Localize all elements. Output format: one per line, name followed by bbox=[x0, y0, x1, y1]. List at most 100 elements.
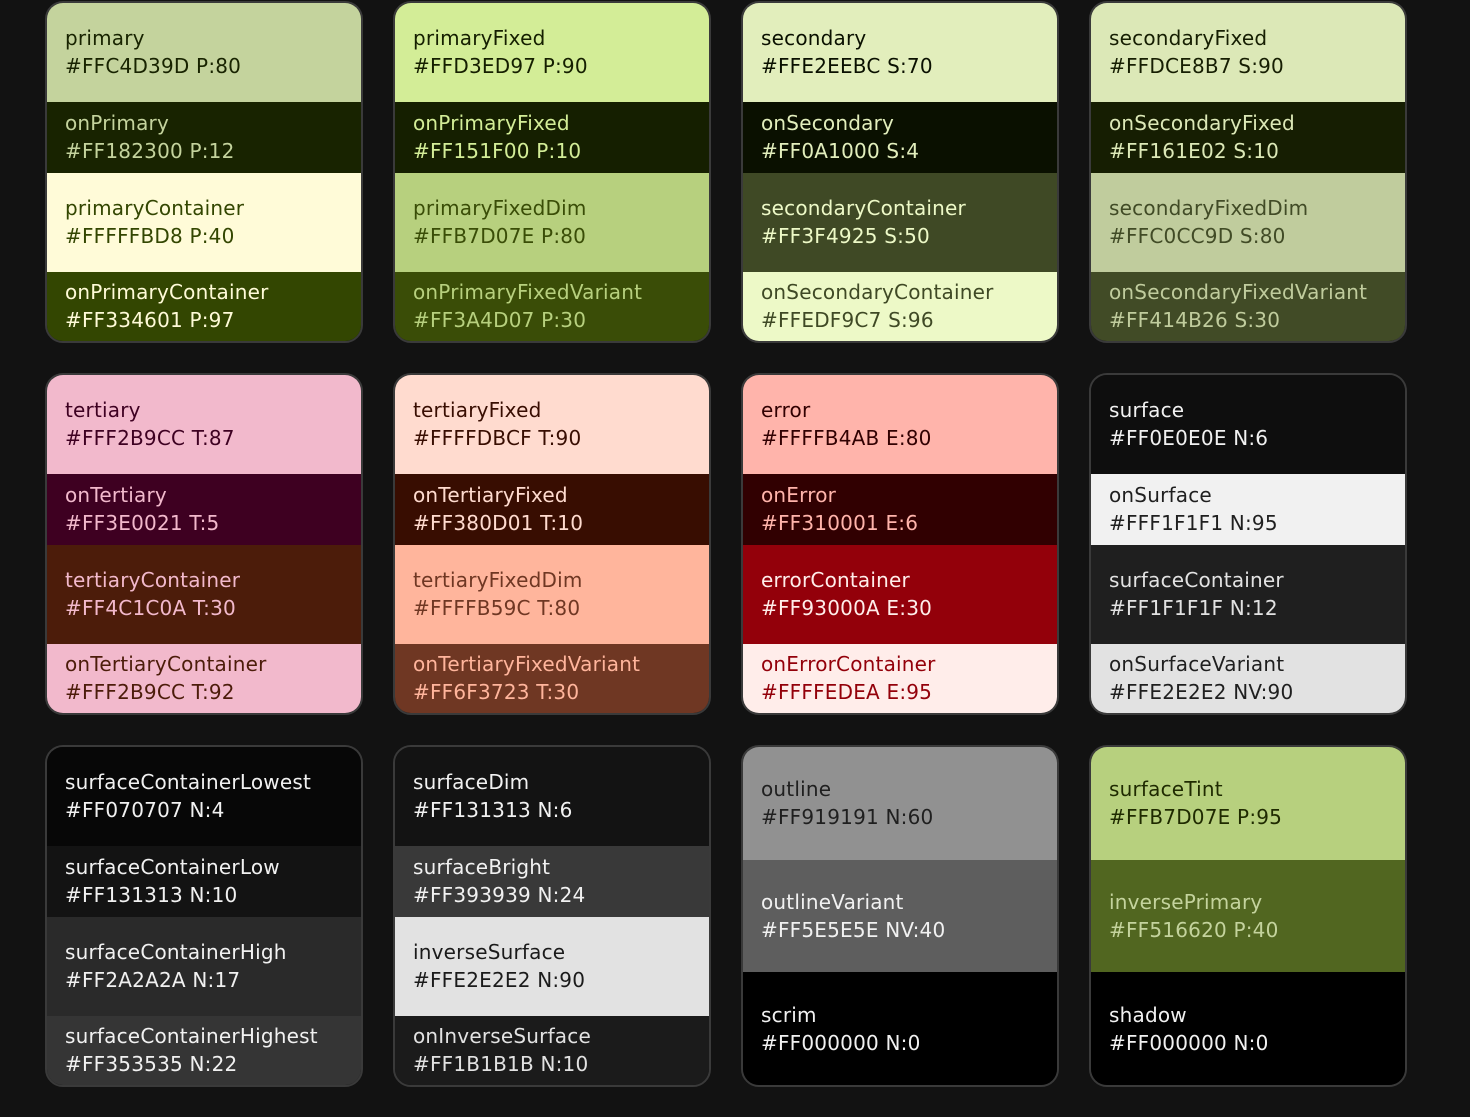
swatch-name: secondaryFixedDim bbox=[1109, 196, 1309, 221]
swatch-name: tertiary bbox=[65, 398, 141, 423]
swatch-name: tertiaryFixed bbox=[413, 398, 542, 423]
swatch-name: primaryFixedDim bbox=[413, 196, 587, 221]
surface-card: surface#FF0E0E0E N:6 onSurface #FFF1F1F1 … bbox=[1089, 373, 1407, 715]
swatch-name: errorContainer bbox=[761, 568, 910, 593]
swatch-name: onPrimaryFixedVariant bbox=[413, 280, 643, 305]
swatch-row: tertiary#FFF2B9CC T:87 onTertiary#FF3E00… bbox=[45, 373, 1408, 715]
swatch-name: onSecondary bbox=[761, 111, 895, 136]
swatch-value: #FF353535 N:22 bbox=[65, 1052, 238, 1077]
swatch-name: onSurface bbox=[1109, 483, 1212, 508]
swatch-name: surfaceContainerHighest bbox=[65, 1024, 318, 1049]
swatch-value: #FF3A4D07 P:30 bbox=[413, 308, 587, 333]
swatch-shadow: shadow #FF000000 N:0 bbox=[1091, 972, 1405, 1085]
swatch-name: onPrimaryFixed bbox=[413, 111, 570, 136]
primary-card: primary#FFC4D39D P:80 onPrimary#FF182300… bbox=[45, 1, 363, 343]
swatch-onPrimaryFixedVariant: onPrimaryFixedVariant #FF3A4D07 P:30 bbox=[395, 271, 709, 341]
swatch-value: #FFFFDBCF T:90 bbox=[413, 426, 582, 451]
swatch-name: secondaryFixed bbox=[1109, 26, 1268, 51]
swatch-value: #FF380D01 T:10 bbox=[413, 511, 584, 536]
swatch-name: onSecondaryContainer bbox=[761, 280, 994, 305]
swatch-name: shadow bbox=[1109, 1002, 1187, 1027]
swatch-value: #FF6F3723 T:30 bbox=[413, 680, 580, 705]
swatch-onErrorContainer: onErrorContainer #FFFFEDEA E:95 bbox=[743, 643, 1057, 713]
swatch-name: tertiaryFixedDim bbox=[413, 568, 583, 593]
swatch-value: #FFFFFBD8 P:40 bbox=[65, 224, 235, 249]
swatch-onTertiaryFixed: onTertiaryFixed#FF380D01 T:10 bbox=[395, 473, 709, 545]
swatch-name: surfaceDim bbox=[413, 770, 530, 795]
swatch-surfaceContainerLowest: surfaceContainerLowest#FF070707 N:4 bbox=[47, 747, 361, 846]
swatch-name: scrim bbox=[761, 1002, 817, 1027]
tertiary-card: tertiary#FFF2B9CC T:87 onTertiary#FF3E00… bbox=[45, 373, 363, 715]
swatch-value: #FF4C1C0A T:30 bbox=[65, 596, 236, 621]
swatch-onSurfaceVariant: onSurfaceVariant#FFE2E2E2 NV:90 bbox=[1091, 643, 1405, 713]
swatch-value: #FF393939 N:24 bbox=[413, 883, 586, 908]
swatch-value: #FF93000A E:30 bbox=[761, 596, 933, 621]
error-card: error#FFFFB4AB E:80 onError#FF310001 E:6… bbox=[741, 373, 1059, 715]
swatch-value: #FFFFB4AB E:80 bbox=[761, 426, 932, 451]
swatch-value: #FF000000 N:0 bbox=[1109, 1030, 1269, 1055]
swatch-value: #FF1F1F1F N:12 bbox=[1109, 596, 1278, 621]
swatch-name: onPrimary bbox=[65, 111, 169, 136]
swatch-errorContainer: errorContainer #FF93000A E:30 bbox=[743, 544, 1057, 644]
swatch-onPrimary: onPrimary#FF182300 P:12 bbox=[47, 101, 361, 173]
swatch-value: #FFFFB59C T:80 bbox=[413, 596, 581, 621]
swatch-value: #FF3E0021 T:5 bbox=[65, 511, 220, 536]
swatch-name: surfaceContainerLow bbox=[65, 855, 280, 880]
surface-container-card: surfaceContainerLowest#FF070707 N:4 surf… bbox=[45, 745, 363, 1087]
swatch-value: #FFB7D07E P:80 bbox=[413, 224, 587, 249]
swatch-value: #FF919191 N:60 bbox=[761, 805, 934, 830]
swatch-tertiaryFixed: tertiaryFixed #FFFFDBCF T:90 bbox=[395, 375, 709, 474]
swatch-value: #FF161E02 S:10 bbox=[1109, 139, 1280, 164]
swatch-surfaceContainer: surfaceContainer #FF1F1F1F N:12 bbox=[1091, 544, 1405, 644]
swatch-surfaceTint: surfaceTint#FFB7D07E P:95 bbox=[1091, 747, 1405, 860]
swatch-onTertiary: onTertiary#FF3E0021 T:5 bbox=[47, 473, 361, 545]
swatch-name: surfaceContainerLowest bbox=[65, 770, 312, 795]
swatch-row: surfaceContainerLowest#FF070707 N:4 surf… bbox=[45, 745, 1408, 1087]
swatch-onSecondary: onSecondary#FF0A1000 S:4 bbox=[743, 101, 1057, 173]
swatch-value: #FF310001 E:6 bbox=[761, 511, 919, 536]
swatch-outline: outline#FF919191 N:60 bbox=[743, 747, 1057, 860]
swatch-value: #FFE2E2E2 NV:90 bbox=[1109, 680, 1294, 705]
swatch-primaryFixedDim: primaryFixedDim #FFB7D07E P:80 bbox=[395, 172, 709, 272]
swatch-name: onPrimaryContainer bbox=[65, 280, 269, 305]
swatch-value: #FFFFEDEA E:95 bbox=[761, 680, 933, 705]
surface-tint-card: surfaceTint#FFB7D07E P:95 inversePrimary… bbox=[1089, 745, 1407, 1087]
swatch-value: #FFEDF9C7 S:96 bbox=[761, 308, 934, 333]
swatch-value: #FFF2B9CC T:92 bbox=[65, 680, 235, 705]
swatch-value: #FF131313 N:6 bbox=[413, 798, 573, 823]
swatch-value: #FFE2E2E2 N:90 bbox=[413, 968, 586, 993]
swatch-row: primary#FFC4D39D P:80 onPrimary#FF182300… bbox=[45, 1, 1408, 343]
swatch-name: onErrorContainer bbox=[761, 652, 936, 677]
swatch-surfaceDim: surfaceDim #FF131313 N:6 bbox=[395, 747, 709, 846]
swatch-error: error #FFFFB4AB E:80 bbox=[743, 375, 1057, 474]
swatch-surfaceContainerLow: surfaceContainerLow#FF131313 N:10 bbox=[47, 845, 361, 917]
swatch-value: #FFE2EEBC S:70 bbox=[761, 54, 933, 79]
swatch-name: error bbox=[761, 398, 811, 423]
swatch-name: surfaceTint bbox=[1109, 777, 1223, 802]
swatch-name: onTertiaryFixedVariant bbox=[413, 652, 641, 677]
swatch-onSurface: onSurface #FFF1F1F1 N:95 bbox=[1091, 473, 1405, 545]
swatch-primary: primary#FFC4D39D P:80 bbox=[47, 3, 361, 102]
swatch-surface: surface#FF0E0E0E N:6 bbox=[1091, 375, 1405, 474]
swatch-onInverseSurface: onInverseSurface#FF1B1B1B N:10 bbox=[395, 1015, 709, 1085]
swatch-value: #FF1B1B1B N:10 bbox=[413, 1052, 589, 1077]
swatch-name: onSecondaryFixedVariant bbox=[1109, 280, 1368, 305]
swatch-name: secondary bbox=[761, 26, 867, 51]
secondary-card: secondary #FFE2EEBC S:70 onSecondary#FF0A… bbox=[741, 1, 1059, 343]
swatch-name: surfaceContainer bbox=[1109, 568, 1284, 593]
swatch-onPrimaryContainer: onPrimaryContainer#FF334601 P:97 bbox=[47, 271, 361, 341]
swatch-secondaryFixedDim: secondaryFixedDim #FFC0CC9D S:80 bbox=[1091, 172, 1405, 272]
swatch-value: #FF151F00 P:10 bbox=[413, 139, 582, 164]
swatch-value: #FFC0CC9D S:80 bbox=[1109, 224, 1286, 249]
swatch-value: #FF5E5E5E NV:40 bbox=[761, 918, 946, 942]
swatch-value: #FFF1F1F1 N:95 bbox=[1109, 511, 1278, 536]
swatch-value: #FFDCE8B7 S:90 bbox=[1109, 54, 1284, 79]
swatch-secondaryFixed: secondaryFixed #FFDCE8B7 S:90 bbox=[1091, 3, 1405, 102]
swatch-surfaceContainerHighest: surfaceContainerHighest #FF353535 N:22 bbox=[47, 1015, 361, 1085]
swatch-name: primaryFixed bbox=[413, 26, 546, 51]
swatch-name: tertiaryContainer bbox=[65, 568, 241, 593]
swatch-scrim: scrim#FF000000 N:0 bbox=[743, 972, 1057, 1085]
outline-card: outline#FF919191 N:60 outlineVariant#FF5… bbox=[741, 745, 1059, 1087]
swatch-surfaceBright: surfaceBright#FF393939 N:24 bbox=[395, 845, 709, 917]
swatch-value: #FF3F4925 S:50 bbox=[761, 224, 930, 249]
